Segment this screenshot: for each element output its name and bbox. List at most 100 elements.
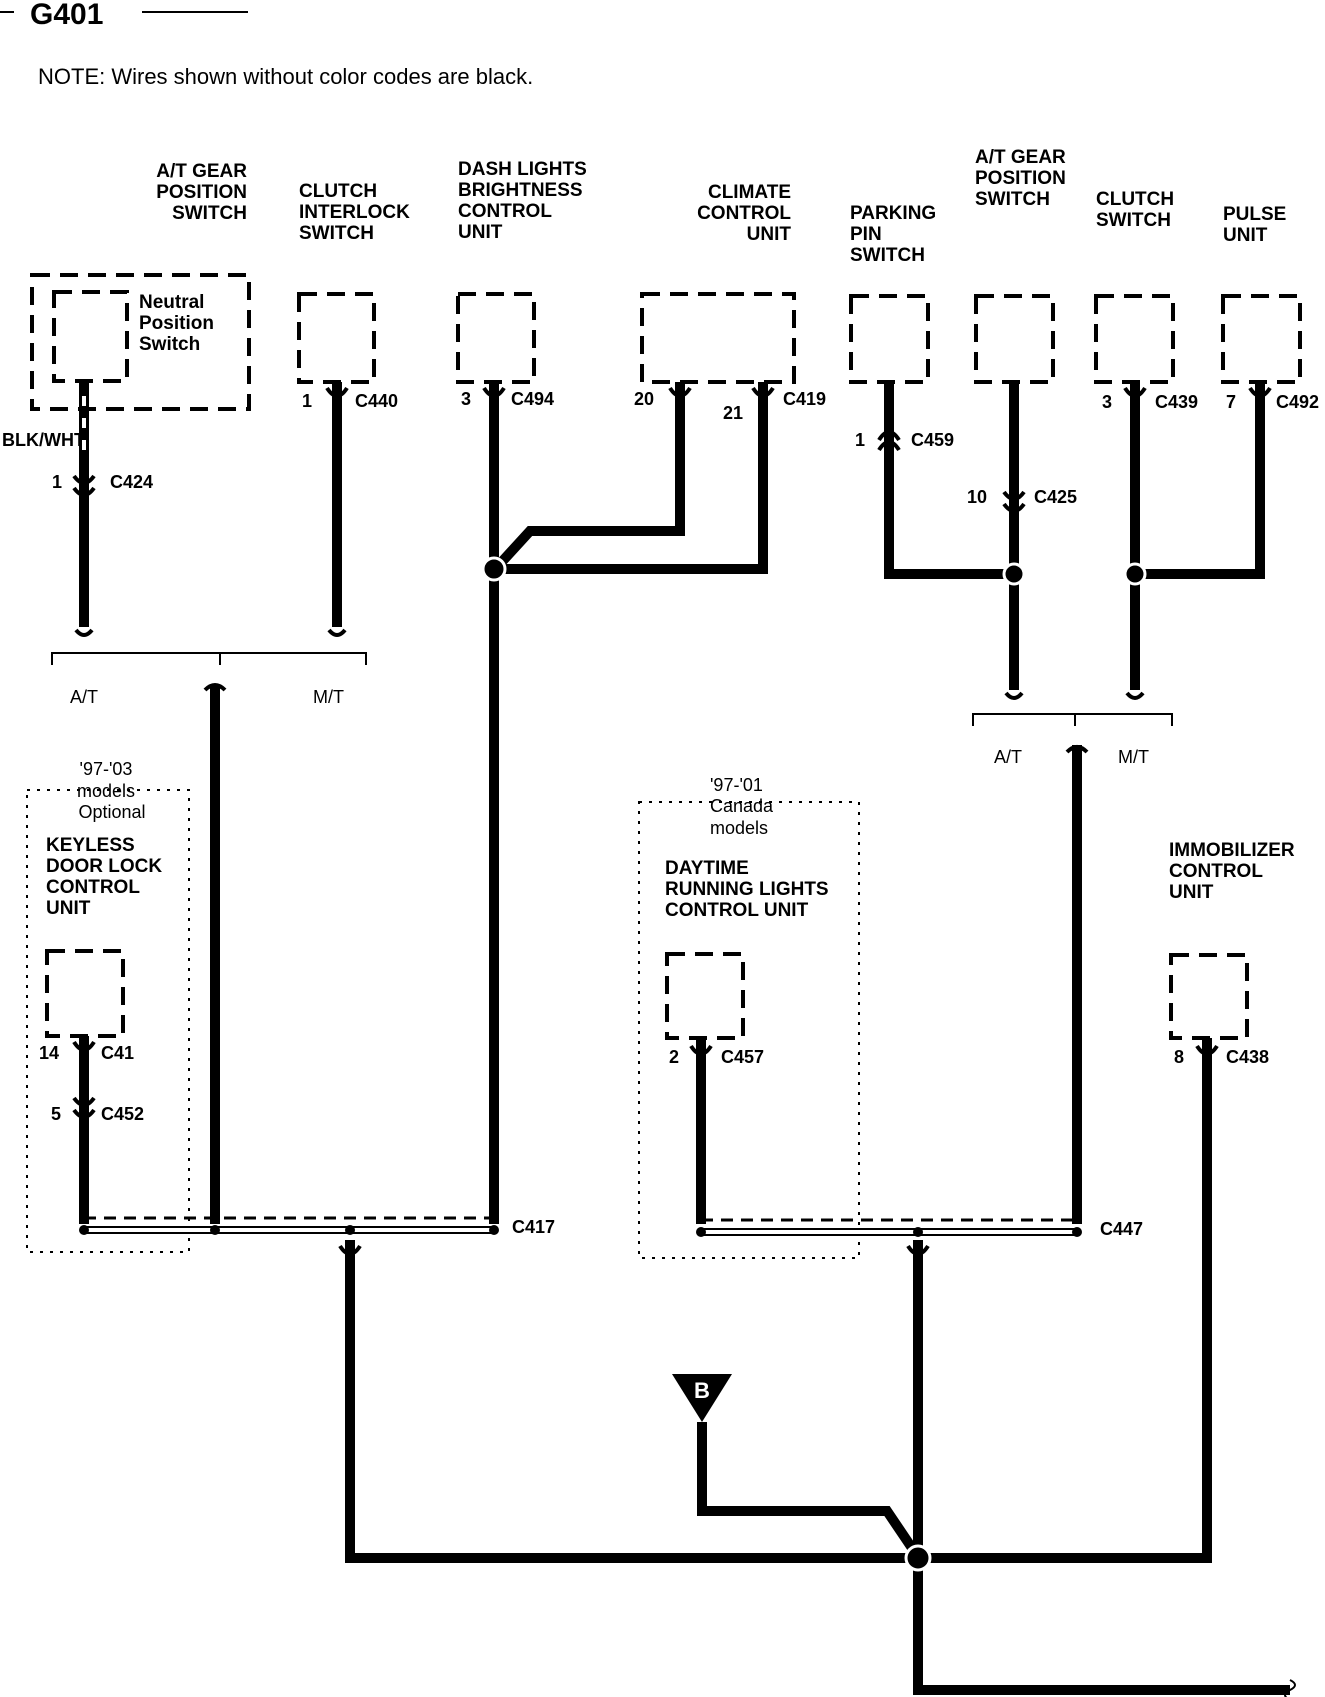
svg-text:CLUTCH: CLUTCH (1096, 189, 1174, 210)
svg-text:KEYLESS: KEYLESS (46, 835, 135, 856)
connector-c419-name: C419 (783, 389, 826, 409)
neutral-position-switch-box (52, 290, 129, 383)
svg-text:A/T GEAR: A/T GEAR (156, 161, 247, 182)
svg-text:SWITCH: SWITCH (975, 189, 1050, 210)
svg-text:SWITCH: SWITCH (1096, 210, 1171, 231)
connector-c419-mark-b (751, 386, 775, 398)
label-at-gear-switch-left: A/T GEAR POSITION SWITCH (156, 161, 247, 224)
connector-c457-mark (689, 1044, 713, 1056)
option-right-mt: M/T (1118, 747, 1149, 767)
c447-node-3 (1072, 1227, 1082, 1237)
svg-text:A/T GEAR: A/T GEAR (975, 147, 1066, 168)
at-gear-switch-left-outer-box (30, 273, 251, 411)
connector-c452-name: C452 (101, 1104, 144, 1124)
c417-node-2 (210, 1225, 220, 1235)
connector-c459-name: C459 (911, 430, 954, 450)
connector-c439-mark (1123, 386, 1147, 398)
drl-unit-box (665, 952, 745, 1040)
option-left-mt: M/T (313, 687, 344, 707)
connector-c41-pin: 14 (39, 1043, 59, 1063)
connector-c447-name: C447 (1100, 1219, 1143, 1239)
connector-c419-pin-a: 20 (634, 389, 654, 409)
svg-text:SWITCH: SWITCH (850, 245, 925, 266)
connector-c494-pin: 3 (461, 389, 471, 409)
label-immobilizer-control-unit: IMMOBILIZER CONTROL UNIT (1169, 840, 1295, 903)
svg-text:SWITCH: SWITCH (299, 223, 374, 244)
label-keyless-door-lock-control-unit: KEYLESS DOOR LOCK CONTROL UNIT (46, 835, 162, 919)
svg-text:DAYTIME: DAYTIME (665, 858, 749, 879)
svg-text:UNIT: UNIT (1223, 225, 1268, 246)
dash-lights-unit-box (456, 292, 536, 384)
label-neutral-position-switch: Neutral Position Switch (139, 292, 214, 355)
connector-c452-mark (72, 1096, 96, 1119)
svg-text:CONTROL UNIT: CONTROL UNIT (665, 900, 809, 921)
connector-c419-mark-a (668, 386, 692, 398)
connector-c439-pin: 3 (1102, 392, 1112, 412)
connector-c425-name: C425 (1034, 487, 1077, 507)
svg-text:Optional: Optional (78, 802, 145, 822)
wire-tail-mt (327, 628, 347, 637)
connector-c494-name: C494 (511, 389, 554, 409)
connector-c440-mark (325, 386, 349, 398)
connector-c424-pin: 1 (52, 472, 62, 492)
svg-text:Canada: Canada (710, 796, 774, 816)
climate-control-unit-box (640, 292, 796, 384)
connector-c440-pin: 1 (302, 391, 312, 411)
splice-ground-main (904, 1544, 932, 1572)
c417-node-4 (489, 1225, 499, 1235)
c417-node-3 (345, 1225, 355, 1235)
connector-c447-bus (700, 1228, 1078, 1236)
ground-b-triangle (672, 1374, 732, 1422)
svg-text:CLUTCH: CLUTCH (299, 181, 377, 202)
svg-text:DASH LIGHTS: DASH LIGHTS (458, 159, 587, 180)
connector-c459-mark (877, 430, 901, 452)
svg-text:SWITCH: SWITCH (172, 203, 247, 224)
svg-text:INTERLOCK: INTERLOCK (299, 202, 410, 223)
connector-c439-name: C439 (1155, 392, 1198, 412)
svg-text:POSITION: POSITION (156, 182, 247, 203)
wire-c417-to-ground (345, 1240, 918, 1563)
wire-left-option-mark (203, 683, 227, 692)
label-daytime-running-lights-control-unit: DAYTIME RUNNING LIGHTS CONTROL UNIT (665, 858, 829, 921)
option-left-at: A/T (70, 687, 98, 707)
connector-c41-name: C41 (101, 1043, 134, 1063)
wire-pulse-unit (1135, 382, 1265, 579)
splice-dash-climate (481, 556, 507, 582)
svg-text:CONTROL: CONTROL (46, 877, 140, 898)
connector-c41-mark (72, 1040, 96, 1052)
svg-text:DOOR LOCK: DOOR LOCK (46, 856, 162, 877)
svg-text:CONTROL: CONTROL (458, 201, 552, 222)
c447-node-1 (696, 1227, 706, 1237)
connector-c492-mark (1248, 386, 1272, 398)
connector-c492-pin: 7 (1226, 392, 1236, 412)
immobilizer-unit-box (1169, 953, 1249, 1040)
connector-c452-pin: 5 (51, 1104, 61, 1124)
c447-node-2 (913, 1227, 923, 1237)
connector-c440-name: C440 (355, 391, 398, 411)
at-gear-switch-right-box (974, 294, 1055, 384)
wire-c447-to-ground (913, 1240, 1290, 1695)
note-text: NOTE: Wires shown without color codes ar… (38, 64, 533, 89)
svg-text:UNIT: UNIT (46, 898, 91, 919)
svg-text:UNIT: UNIT (747, 224, 792, 245)
wire-ground-b (697, 1422, 917, 1551)
splice-clutch-pulse (1123, 562, 1147, 586)
svg-text:CONTROL: CONTROL (697, 203, 791, 224)
label-parking-pin-switch: PARKING PIN SWITCH (850, 203, 936, 266)
connector-c438-mark (1195, 1044, 1219, 1056)
svg-text:PULSE: PULSE (1223, 204, 1286, 225)
wire-climate-pin21 (498, 382, 768, 574)
label-keyless-note: '97-'03 models Optional (77, 759, 146, 822)
svg-text:Position: Position (139, 313, 214, 334)
keyless-optional-region (26, 789, 190, 1253)
connector-c419-pin-b: 21 (723, 403, 743, 423)
ground-b-label: B (694, 1378, 710, 1403)
wire-tail-end-mark (1284, 1679, 1296, 1697)
svg-text:CONTROL: CONTROL (1169, 861, 1263, 882)
wire-tail-right-at (1004, 691, 1024, 700)
wire-parking-pin (884, 382, 1014, 579)
label-climate-control-unit: CLIMATE CONTROL UNIT (697, 182, 791, 245)
svg-text:UNIT: UNIT (458, 222, 503, 243)
pulse-unit-box (1221, 294, 1302, 384)
connector-c417-bus (83, 1226, 495, 1234)
